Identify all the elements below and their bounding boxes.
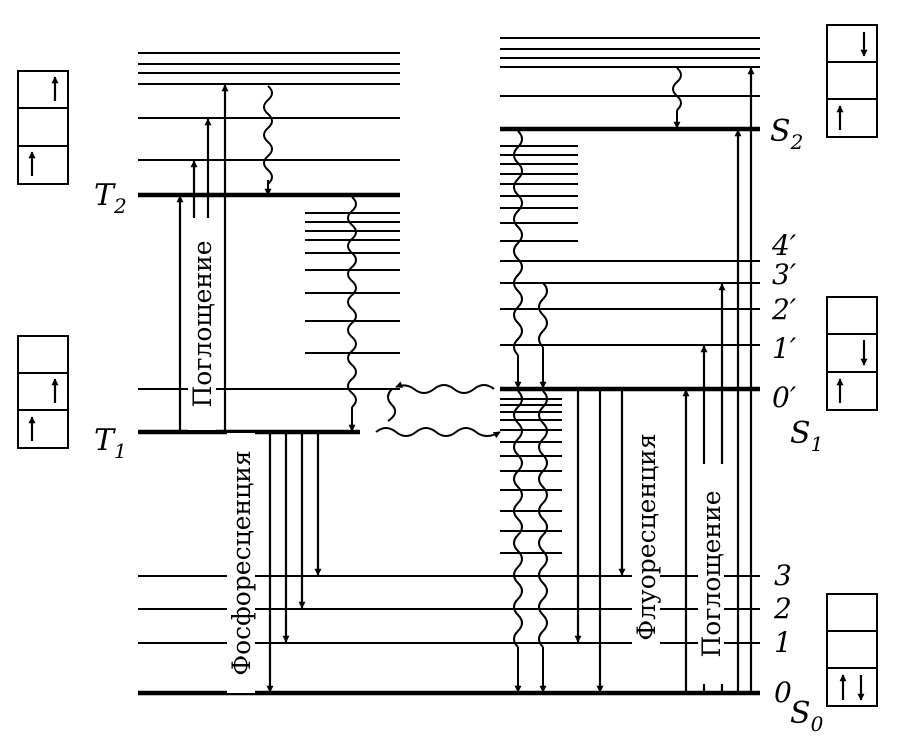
label-triplet-absorption: Поглощение <box>188 240 217 407</box>
triplet-levels <box>138 52 400 435</box>
spin-box-t2 <box>17 70 69 185</box>
label-vib-2p: 2′ <box>771 293 797 326</box>
label-s2: S2 <box>770 114 803 154</box>
label-phosphorescence: Фосфоресценция <box>227 450 256 675</box>
s1-upper-vibrational-levels <box>500 145 760 346</box>
phosphorescence-arrows <box>266 434 322 693</box>
singlet-levels <box>138 37 760 696</box>
fluorescence-arrows <box>574 391 626 693</box>
label-vib-3: 3 <box>774 559 792 592</box>
label-s1: S1 <box>790 416 823 456</box>
label-t1: T1 <box>94 423 127 463</box>
spin-box-t1 <box>17 335 69 449</box>
triplet-relaxation-wavy-arrows <box>263 85 357 432</box>
singlet-relaxation-wavy-arrows <box>513 67 682 693</box>
label-fluorescence: Флуоресценция <box>632 433 661 640</box>
intersystem-crossing-arrows <box>375 381 501 439</box>
spin-box-s0 <box>826 593 878 707</box>
label-vib-2: 2 <box>773 592 792 625</box>
label-s0: S0 <box>790 696 824 736</box>
label-vib-0p: 0′ <box>772 381 797 414</box>
label-vib-3p: 3′ <box>772 258 797 291</box>
t1-vibrational-levels <box>138 212 400 390</box>
label-vib-4p: 4′ <box>771 229 797 262</box>
spin-box-s2 <box>826 24 878 138</box>
label-vib-1: 1 <box>774 626 792 659</box>
label-vib-1p: 1′ <box>772 332 797 365</box>
spin-box-s1 <box>826 296 878 411</box>
s2-vibrational-levels <box>500 37 760 97</box>
label-vib-0: 0 <box>774 676 792 709</box>
label-t2: T2 <box>94 178 127 218</box>
label-singlet-absorption: Поглощение <box>697 490 726 657</box>
s0-upper-vibrational-levels <box>500 398 562 554</box>
t2-vibrational-levels <box>138 52 400 161</box>
